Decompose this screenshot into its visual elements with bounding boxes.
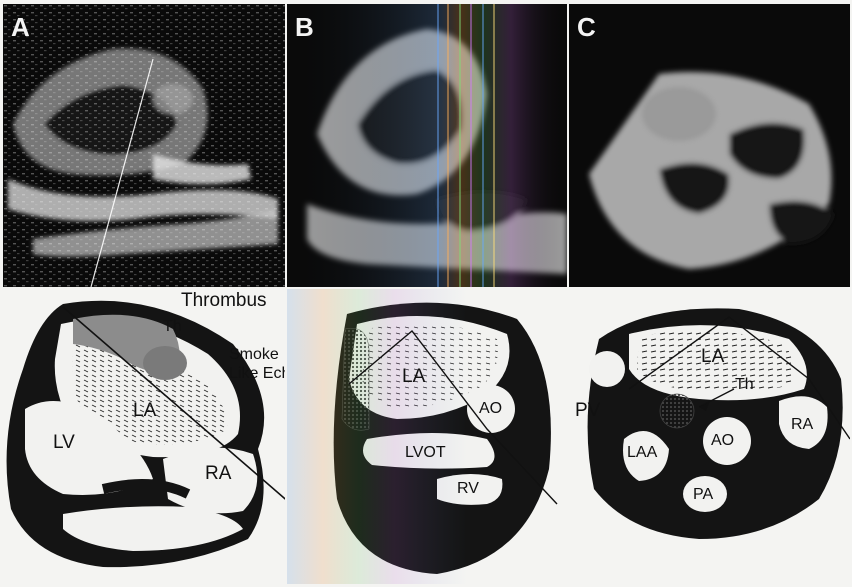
label-rv: RV xyxy=(457,481,479,497)
diagram-b: LA AO LVOT RV xyxy=(287,289,567,584)
echo-image-c: C xyxy=(569,4,850,287)
panel-letter-a: A xyxy=(11,14,30,40)
label-la: LA xyxy=(133,401,156,420)
label-pv: PV xyxy=(575,401,600,420)
panel-letter-c: C xyxy=(577,14,596,40)
diagram-c: LA Th PV LAA AO RA PA xyxy=(569,289,850,584)
echo-image-a: A xyxy=(3,4,285,287)
label-smoke: Smoke xyxy=(229,347,279,363)
label-lvot: LVOT xyxy=(405,445,446,461)
label-th: Th xyxy=(735,377,754,393)
label-la: LA xyxy=(402,367,425,386)
label-thrombus: Thrombus xyxy=(181,291,267,310)
panel-letter-b: B xyxy=(295,14,314,40)
label-ra: RA xyxy=(791,417,813,433)
label-like-echo: Like Echo xyxy=(229,366,285,382)
label-th: Th xyxy=(163,319,182,335)
label-ra: RA xyxy=(205,464,231,483)
label-lv: LV xyxy=(53,433,75,452)
echo-image-b: B xyxy=(287,4,567,287)
label-la: LA xyxy=(701,347,724,366)
label-ao: AO xyxy=(479,401,502,417)
label-laa: LAA xyxy=(627,445,657,461)
diagram-a: Thrombus Th Smoke Like Echo LA LV RA xyxy=(3,289,285,584)
label-ao: AO xyxy=(711,433,734,449)
label-pa: PA xyxy=(693,487,713,503)
